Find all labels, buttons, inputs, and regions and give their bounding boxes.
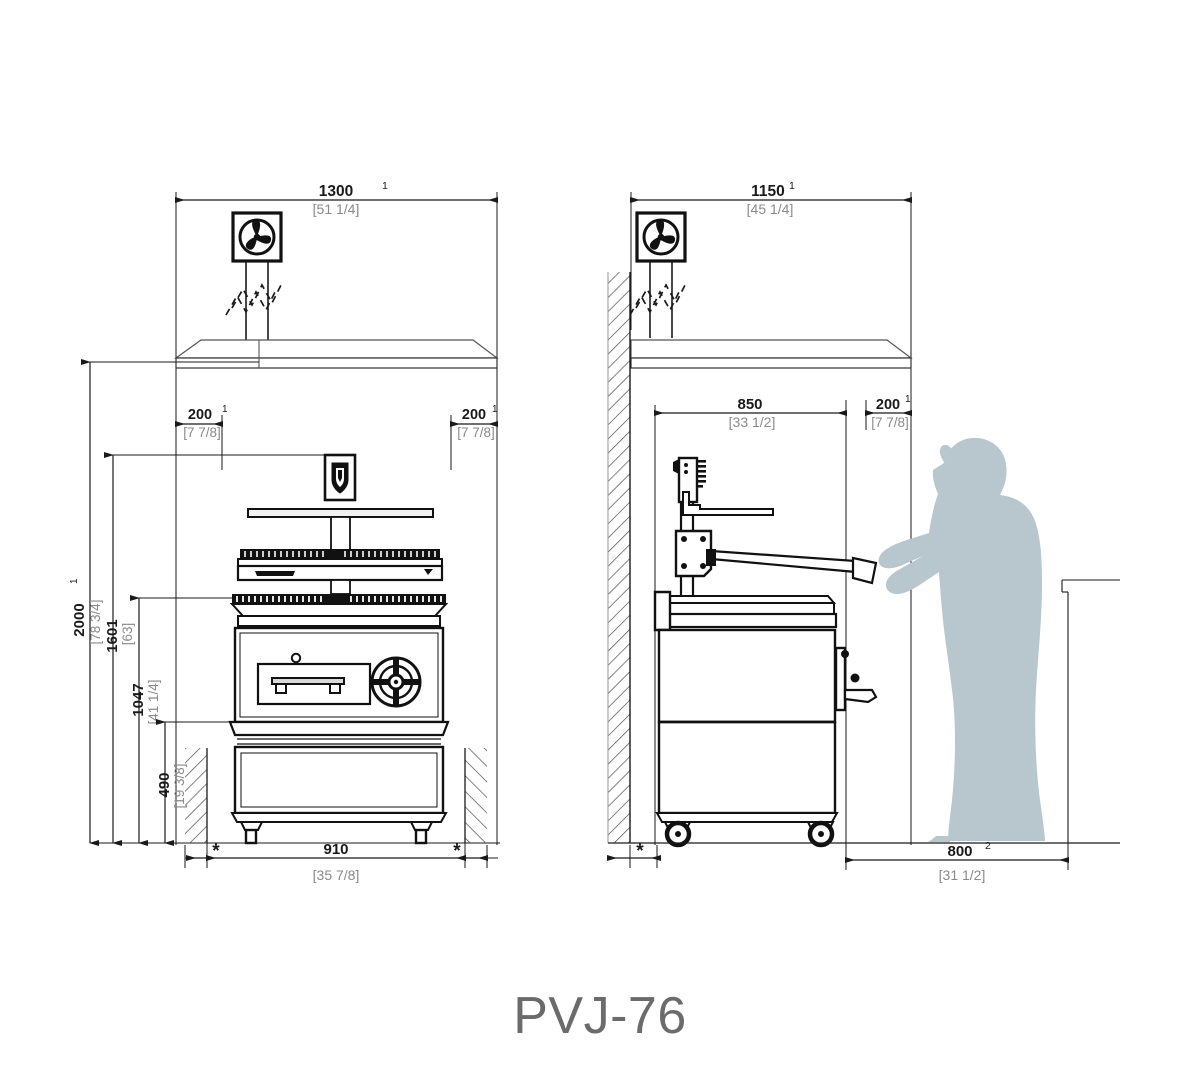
ceiling-hood xyxy=(90,339,499,369)
dim-height-1047-metric: 1047 xyxy=(130,683,147,716)
dim-unit-width: 910 [35 7/8] * * xyxy=(184,841,498,883)
lever-arm xyxy=(706,549,878,585)
dim-operator-clearance: 800 2 [31 1/2] xyxy=(845,840,1069,883)
dim-height-1047-imperial: [41 1/4] xyxy=(146,679,161,724)
dim-height-1601: 1601 [63] xyxy=(104,452,135,846)
dim-hood-depth-superscript: 1 xyxy=(789,180,795,192)
dim-overall-height: 2000 1 [78 3/4] xyxy=(69,359,103,846)
wall-side-view xyxy=(607,272,631,843)
dim-wall-gap-side-marker: * xyxy=(636,841,644,862)
dim-clearance-right-superscript: 1 xyxy=(492,404,498,415)
grill-unit-front xyxy=(228,453,450,845)
page-title: PVJ-76 xyxy=(513,987,687,1045)
dim-height-490-metric: 490 xyxy=(156,772,173,797)
dim-overall-height-imperial: [78 3/4] xyxy=(88,599,103,644)
caster-side-left xyxy=(663,820,692,848)
caster-right xyxy=(409,821,434,845)
pivot-plate xyxy=(674,529,713,578)
dim-clearance-left: 200 1 [7 7/8] xyxy=(175,404,228,470)
dim-depth-850-imperial: [33 1/2] xyxy=(729,414,776,430)
dim-depth-850: 850 [33 1/2] xyxy=(654,396,847,430)
control-wheel[interactable] xyxy=(370,656,422,708)
dim-hood-width-metric: 1300 xyxy=(319,183,353,200)
side-latch-handle[interactable] xyxy=(834,646,878,712)
duct-lines xyxy=(245,261,269,340)
dim-operator-clearance-metric: 800 xyxy=(947,843,972,860)
dim-clearance-front-imperial: [7 7/8] xyxy=(871,415,909,430)
dim-height-490: 490 [19 3/8] xyxy=(156,719,187,846)
dim-unit-width-imperial: [35 7/8] xyxy=(313,867,360,883)
dim-clearance-front-metric: 200 xyxy=(876,397,900,413)
dim-operator-clearance-imperial: [31 1/2] xyxy=(939,867,986,883)
brand-emblem xyxy=(323,453,357,502)
dim-hood-width-superscript: 1 xyxy=(382,180,388,192)
dim-hood-width: 1300 1 [51 1/4] xyxy=(175,180,498,217)
dim-depth-850-metric: 850 xyxy=(737,396,762,413)
wall-left xyxy=(185,748,208,843)
dim-clearance-left-superscript: 1 xyxy=(222,404,228,415)
upper-swing-arm xyxy=(682,491,774,516)
dim-height-1601-metric: 1601 xyxy=(104,619,121,652)
upper-grill-grate xyxy=(236,549,444,582)
work-surface xyxy=(653,590,838,632)
wall-right xyxy=(464,748,487,843)
dim-unit-width-metric: 910 xyxy=(323,841,348,858)
dim-clearance-front-superscript: 1 xyxy=(905,394,911,405)
dim-overall-height-superscript: 1 xyxy=(69,578,80,584)
dim-height-1047: 1047 [41 1/4] xyxy=(130,595,161,846)
oven-door[interactable] xyxy=(256,652,372,706)
flexible-duct-symbol-side xyxy=(629,282,687,316)
flexible-duct-symbol xyxy=(225,282,283,316)
duct-lines-side xyxy=(649,261,673,338)
side-view: 1150 1 [45 1/4] xyxy=(607,180,1120,883)
dim-clearance-right: 200 1 [7 7/8] xyxy=(450,404,498,470)
dim-wall-gap-right-marker: * xyxy=(453,841,461,862)
dim-height-490-imperial: [19 3/8] xyxy=(172,763,187,808)
ventilation-fan-icon xyxy=(231,211,283,263)
lower-grill-grate xyxy=(229,579,449,627)
counter-reference-line xyxy=(1061,579,1120,843)
dim-clearance-right-imperial: [7 7/8] xyxy=(457,425,495,440)
dim-overall-height-metric: 2000 xyxy=(71,603,88,636)
ceiling-hood-side xyxy=(630,339,913,369)
ventilation-fan-icon-side xyxy=(635,211,687,263)
dim-clearance-left-metric: 200 xyxy=(188,407,212,423)
dim-hood-width-imperial: [51 1/4] xyxy=(313,201,360,217)
dim-wall-gap-left-marker: * xyxy=(212,841,220,862)
caster-side-right xyxy=(806,820,835,848)
chef-silhouette xyxy=(878,437,1045,842)
front-view: 1300 1 [51 1/4] xyxy=(69,180,500,883)
dim-clearance-left-imperial: [7 7/8] xyxy=(183,425,221,440)
dim-hood-depth-imperial: [45 1/4] xyxy=(747,201,794,217)
dim-clearance-right-metric: 200 xyxy=(462,407,486,423)
dim-wall-gap-side: * xyxy=(607,841,661,868)
dim-hood-depth: 1150 1 [45 1/4] xyxy=(630,180,912,217)
dim-operator-clearance-superscript: 2 xyxy=(985,840,991,852)
grill-unit-side xyxy=(653,456,878,848)
dim-height-1601-imperial: [63] xyxy=(120,623,135,646)
front-view-witness-lines xyxy=(175,192,498,845)
caster-left xyxy=(239,821,264,845)
dim-clearance-front: 200 1 [7 7/8] xyxy=(865,394,912,430)
dim-hood-depth-metric: 1150 xyxy=(751,183,785,200)
